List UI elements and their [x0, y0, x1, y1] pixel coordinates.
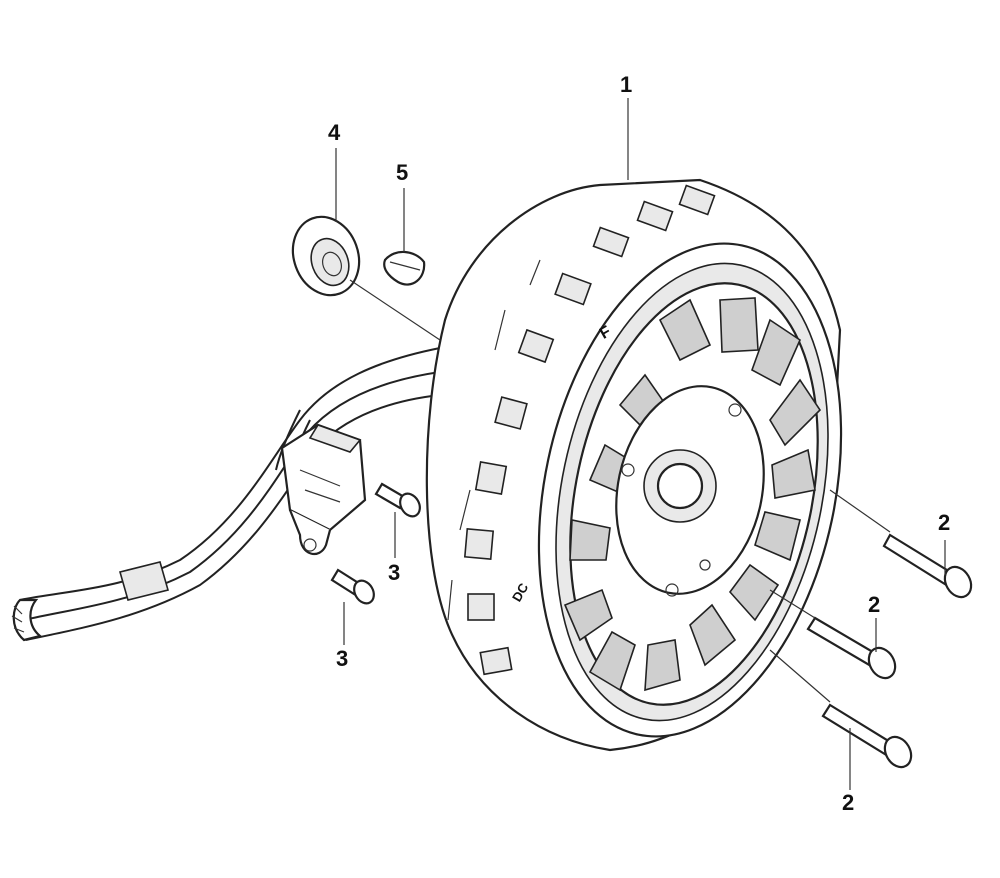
- callout-2-middle: 2: [868, 592, 880, 617]
- screw-lower: [330, 568, 375, 605]
- callout-2-upper: 2: [938, 510, 950, 535]
- stator-bolts: [806, 533, 973, 769]
- sensor-screws: [330, 482, 421, 605]
- flywheel-nut: [291, 215, 361, 297]
- callout-1: 1: [620, 72, 632, 97]
- flywheel-rotor: F DC: [425, 178, 843, 752]
- bolt-middle: [806, 616, 897, 680]
- bolt-upper: [882, 533, 973, 599]
- wire-harness: [11, 347, 441, 642]
- rotor-slots: [447, 184, 716, 676]
- callout-5: 5: [396, 160, 408, 185]
- callout-3-upper: 3: [388, 560, 400, 585]
- woodruff-key: [383, 250, 426, 286]
- bolt-lower: [821, 703, 913, 769]
- pickup-sensor: [280, 423, 367, 556]
- screw-upper: [374, 482, 421, 518]
- callout-3-lower: 3: [336, 646, 348, 671]
- rotor-hub: [615, 385, 765, 597]
- callout-labels: 1 2 2 2 3 3 4 5: [328, 72, 950, 815]
- callout-4: 4: [328, 120, 341, 145]
- leader-lines: [335, 98, 946, 790]
- callout-2-lower: 2: [842, 790, 854, 815]
